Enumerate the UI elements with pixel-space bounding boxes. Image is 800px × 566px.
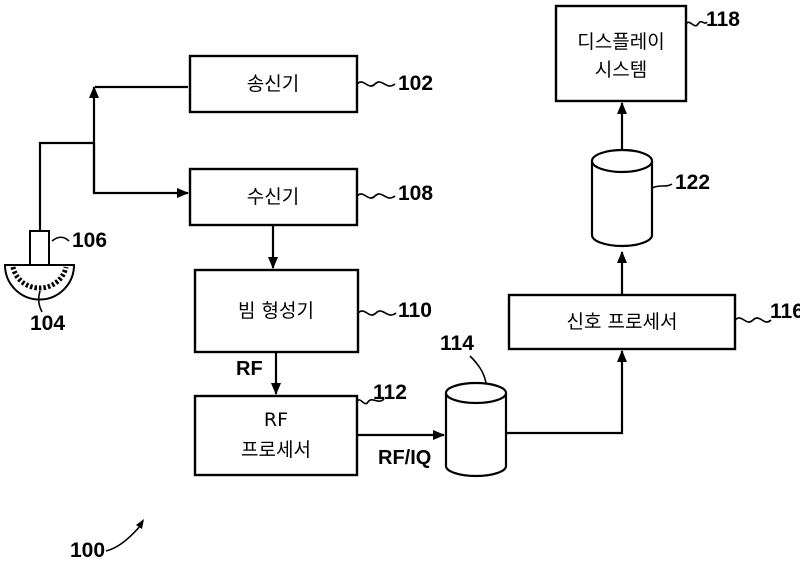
rf-iq-data-buffer xyxy=(446,383,506,476)
image-data-buffer xyxy=(592,150,652,246)
ref-118: 118 xyxy=(706,8,740,31)
ref-100: 100 xyxy=(70,539,105,562)
ref-102: 102 xyxy=(398,72,433,95)
transmitter-label: 송신기 xyxy=(247,73,299,95)
display-system-label-line1: 디스플레이 xyxy=(577,31,664,53)
rf-iq-signal-label: RF/IQ xyxy=(378,447,431,469)
receiver-label: 수신기 xyxy=(247,186,299,208)
rf-processor-label-line1: RF xyxy=(264,409,288,431)
probe-handle xyxy=(30,231,49,265)
beamformer-label: 빔 형성기 xyxy=(238,300,314,322)
ref-122: 122 xyxy=(675,171,710,194)
signal-processor-label: 신호 프로세서 xyxy=(567,311,678,333)
ref-104: 104 xyxy=(30,312,65,335)
ref-108: 108 xyxy=(398,182,433,205)
rf-signal-label: RF xyxy=(236,358,263,380)
ref-116: 116 xyxy=(770,300,800,323)
rf-processor-label-line2: 프로세서 xyxy=(241,439,311,461)
ref-106: 106 xyxy=(72,229,107,252)
rf-processor-block xyxy=(195,396,357,475)
ultrasound-probe xyxy=(5,231,74,300)
display-system-block xyxy=(556,6,686,101)
display-system-label-line2: 시스템 xyxy=(595,59,647,81)
ref-110: 110 xyxy=(398,299,432,322)
ref-114: 114 xyxy=(440,332,474,355)
ref-112: 112 xyxy=(373,381,407,404)
